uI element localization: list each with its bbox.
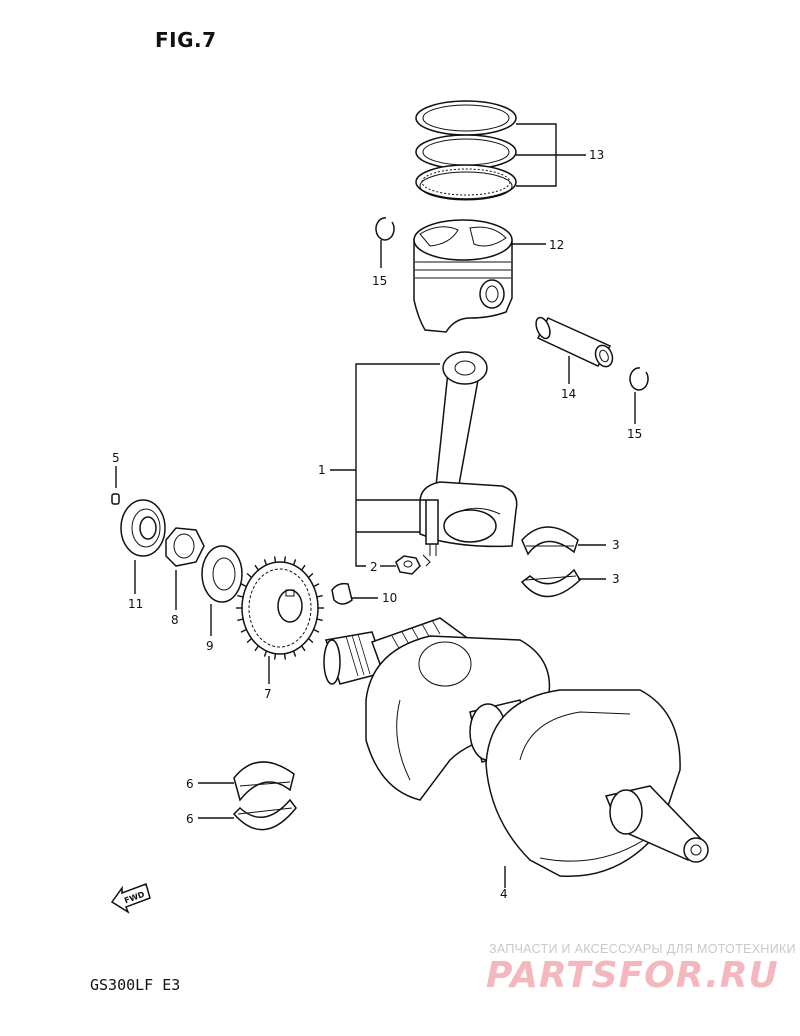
- gear-tooth: [316, 594, 323, 598]
- gear-tooth: [237, 618, 244, 622]
- gear-tooth: [254, 564, 259, 571]
- callout-15-right: 15: [627, 427, 642, 441]
- primary-drive-gear: [236, 556, 324, 684]
- fwd-arrow-icon: FWD: [110, 883, 151, 914]
- gear-tooth: [313, 583, 320, 588]
- figure-title: FIG.7: [155, 28, 217, 52]
- gear-tooth: [301, 645, 306, 652]
- gear-tooth: [307, 572, 314, 579]
- callout-12: 12: [549, 238, 564, 252]
- gear-tooth: [254, 645, 259, 652]
- callout-10: 10: [382, 591, 397, 605]
- piston-pin-circlip-left: [375, 217, 395, 268]
- callout-6-lower: 6: [186, 812, 194, 826]
- callout-3-lower: 3: [612, 572, 620, 586]
- rod-cap-nut: [380, 555, 421, 575]
- woodruff-key-5: [111, 466, 120, 505]
- callout-9: 9: [206, 639, 214, 653]
- callout-14: 14: [561, 387, 576, 401]
- callout-2: 2: [370, 560, 378, 574]
- oil-seal: [120, 499, 166, 594]
- piston-pin-circlip-right: [629, 367, 649, 424]
- gear-tooth: [263, 559, 268, 566]
- callout-11: 11: [128, 597, 143, 611]
- callout-4: 4: [500, 887, 508, 901]
- gear-tooth: [246, 637, 253, 644]
- gear-tooth: [283, 653, 286, 660]
- crankshaft: [323, 617, 709, 888]
- gear-tooth: [292, 650, 297, 657]
- callout-15-left: 15: [372, 274, 387, 288]
- piston-rings: [415, 100, 517, 201]
- gear-tooth: [316, 618, 323, 622]
- gear-tooth: [283, 556, 286, 563]
- watermark-subtitle: ЗАПЧАСТИ И АКСЕССУАРЫ ДЛЯ МОТОТЕХНИКИ: [489, 942, 796, 956]
- gear-tooth: [240, 628, 247, 633]
- watermark-logo: PARTSFOR.RU: [486, 955, 779, 996]
- callout-8: 8: [171, 613, 179, 627]
- piston: [413, 219, 513, 333]
- con-rod-bearing-lower: [520, 568, 606, 598]
- callout-5: 5: [112, 451, 120, 465]
- gear-tooth: [313, 628, 320, 633]
- callout-3-upper: 3: [612, 538, 620, 552]
- callout-13: 13: [589, 148, 604, 162]
- piston-pin: [535, 316, 614, 384]
- crankshaft-bearing-upper: [198, 761, 295, 802]
- gear-tooth: [292, 559, 297, 566]
- washer: [201, 545, 243, 636]
- gear-tooth: [274, 556, 277, 563]
- gear-tooth: [274, 653, 277, 660]
- connecting-rod: [419, 351, 518, 567]
- gear-tooth: [246, 572, 253, 579]
- gear-tooth: [307, 637, 314, 644]
- con-rod-bearing-upper: [521, 526, 606, 556]
- gear-tooth: [263, 650, 268, 657]
- crankshaft-bearing-lower: [198, 798, 297, 831]
- callout-6-upper: 6: [186, 777, 194, 791]
- primary-gear-nut: [165, 527, 205, 610]
- gear-tooth: [240, 583, 247, 588]
- model-code: GS300LF E3: [90, 976, 181, 994]
- callout-1: 1: [318, 463, 326, 477]
- gear-tooth: [237, 594, 244, 598]
- gear-tooth: [301, 564, 306, 571]
- woodruff-key-10: [331, 582, 378, 605]
- callout-7: 7: [264, 687, 272, 701]
